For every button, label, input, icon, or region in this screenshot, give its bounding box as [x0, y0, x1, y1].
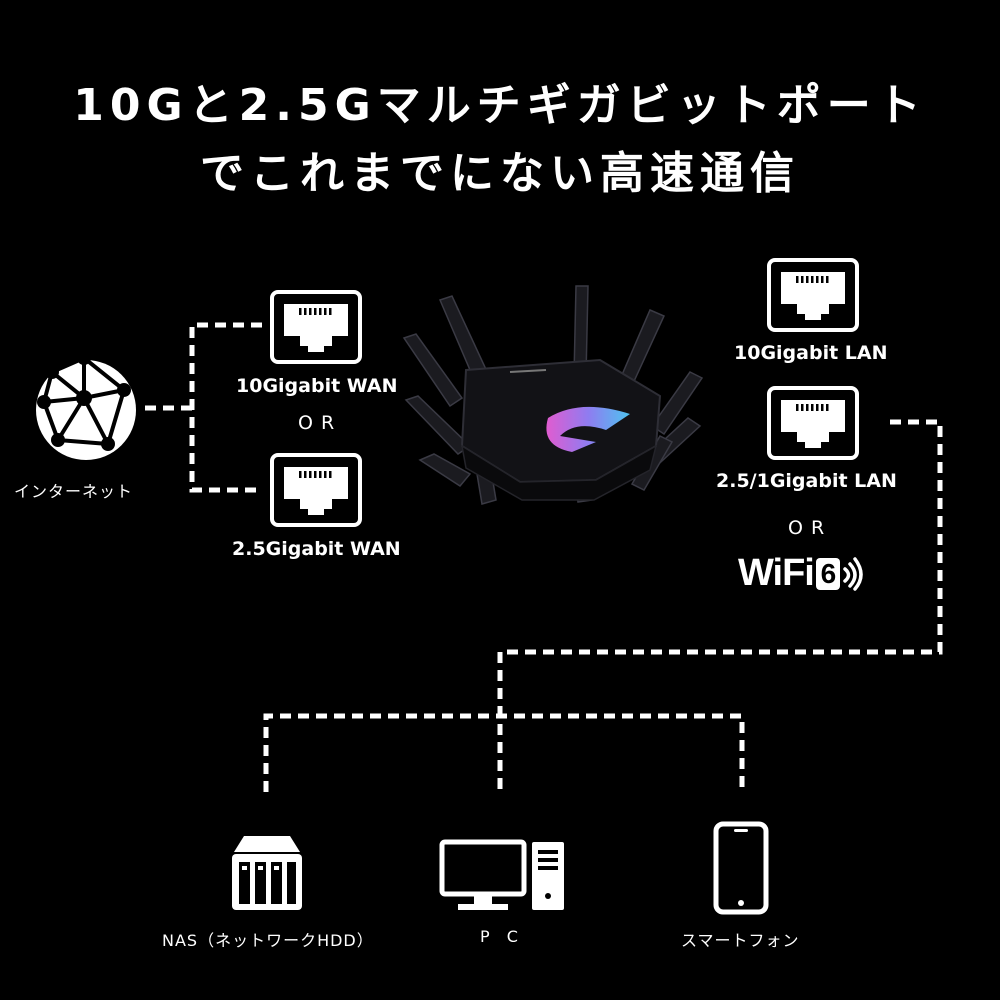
lan-10g-port-icon: [767, 258, 859, 332]
lan-or-label: OR: [788, 517, 833, 539]
lan-25g-label: 2.5/1Gigabit LAN: [716, 470, 897, 492]
wifi6-logo: WiFi 6: [738, 552, 864, 595]
wifi-6-badge: 6: [815, 557, 840, 590]
nas-label: NAS（ネットワークHDD）: [162, 931, 374, 950]
lan-25g-port-icon: [767, 386, 859, 460]
smartphone-icon: [713, 821, 769, 915]
connector-lines: [145, 322, 943, 795]
nas-icon: [232, 836, 302, 910]
wifi-signal-icon: [843, 556, 863, 591]
lan-10g-label: 10Gigabit LAN: [734, 342, 888, 364]
wan-bracket: [189, 322, 262, 493]
lan-connector: [497, 419, 943, 795]
wan-25g-label: 2.5Gigabit WAN: [232, 538, 401, 560]
globe-icon: [36, 351, 136, 460]
wan-10g-label: 10Gigabit WAN: [236, 375, 398, 397]
internet-label: インターネット: [14, 482, 134, 501]
wan-or-label: OR: [298, 412, 343, 434]
smartphone-label: スマートフォン: [681, 931, 800, 950]
pc-icon: [439, 839, 564, 910]
headline-line-1: 10Gと2.5Gマルチギガビットポート: [73, 80, 927, 131]
router-icon: [402, 285, 704, 505]
headline-line-2: でこれまでにない高速通信: [200, 148, 800, 199]
wifi-text: WiFi: [738, 552, 815, 594]
pc-label: P C: [480, 927, 524, 946]
device-bracket: [263, 713, 745, 792]
wan-25g-port-icon: [270, 453, 362, 527]
wan-10g-port-icon: [270, 290, 362, 364]
